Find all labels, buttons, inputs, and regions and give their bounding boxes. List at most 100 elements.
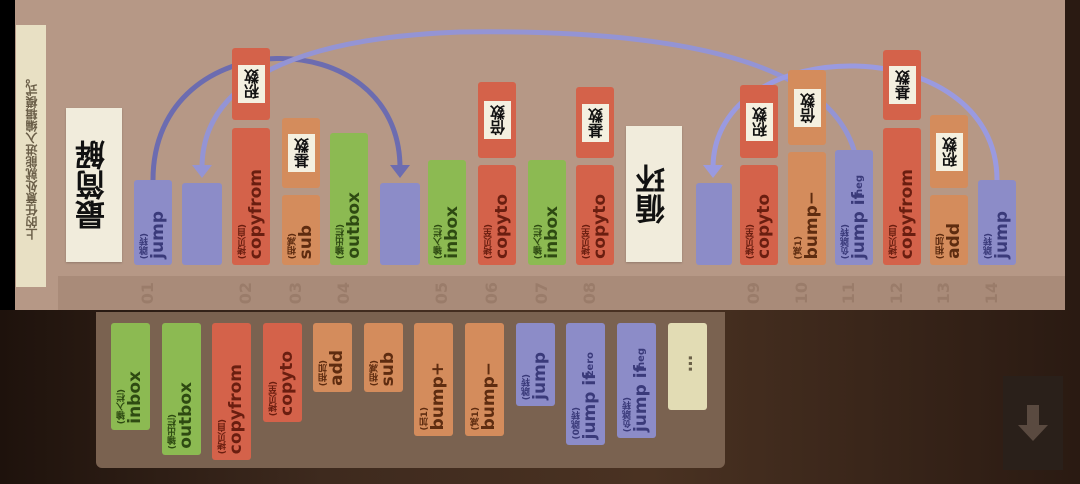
op-translation: (输入栏) [533,223,544,259]
op-name: add [327,350,347,386]
palette-bump--button[interactable]: bump+(加1) [414,323,453,436]
palette-copyto-button[interactable]: copyto(拷贝至) [263,323,302,422]
instruction-07[interactable]: inbox(输入栏) [528,160,566,265]
argument-box[interactable]: 积数 [930,115,968,188]
line-number: 07 [532,282,551,305]
line-number: 12 [887,282,906,305]
comment-text: 循环 [636,164,671,224]
line-number: 11 [839,282,858,305]
jump-arrow-01 [150,56,403,183]
op-translation: (拷贝至) [269,380,279,416]
argument-label: 积数 [745,102,773,141]
op-translation: (相减) [287,232,298,259]
arrowhead [192,165,212,178]
argument-label: 倍数 [793,88,821,127]
op-name: copyto [491,194,512,259]
block-text: copyto [277,351,297,416]
block-text: bump− [801,190,822,259]
op-translation: (拷贝至) [581,223,592,259]
op-translation: (负跳转) [623,396,633,432]
argument-box[interactable]: 基数 [883,50,921,120]
palette-copyfrom-button[interactable]: copyfrom(拷贝自) [212,323,251,460]
instruction-01[interactable]: jump(跳转) [134,180,172,265]
instruction-08[interactable]: copyto(拷贝至) [576,165,614,265]
argument-label: 积数 [935,132,963,171]
line-number: 08 [580,282,599,305]
argument-box[interactable]: 基数 [282,118,320,188]
instruction-13[interactable]: add(相加) [930,195,968,265]
block-text: copyfrom [226,364,246,454]
block-text: jump [992,211,1012,259]
line-number: 13 [934,282,953,305]
op-translation: (拷贝自) [888,223,899,259]
instruction-05[interactable]: inbox(输入栏) [428,160,466,265]
palette-jump-button[interactable]: jump(跳转) [516,323,555,406]
op-name: bump− [801,190,822,259]
screen-edge [0,0,15,310]
argument-box[interactable]: 基数 [576,87,614,158]
instruction-14[interactable]: jump(跳转) [978,180,1016,265]
argument-label: 倍数 [483,101,511,139]
block-text: inbox [442,206,462,259]
block-text: copyto [491,194,512,259]
palette-more-button[interactable]: … [668,323,707,410]
argument-label: 基数 [888,66,916,104]
line-number: 10 [792,282,811,305]
op-name: copyto [277,351,297,416]
arrowhead [703,165,723,178]
jump-target[interactable] [380,183,420,265]
op-name: sub [378,351,398,386]
op-translation: (减1) [471,406,481,431]
jump-target[interactable] [182,183,222,265]
op-name: jump [147,211,168,259]
op-translation: (拷贝至) [483,223,494,259]
line-number: 02 [236,282,255,305]
op-name: inbox [125,371,145,424]
block-text: bump− [479,362,499,430]
instruction-02[interactable]: copyfrom(拷贝自) [232,128,270,265]
line-number: 04 [334,282,353,305]
palette-outbox-button[interactable]: outbox(输出栏) [162,323,201,455]
instruction-09[interactable]: copyto(拷贝至) [740,165,778,265]
scroll-down-button[interactable] [1003,376,1063,470]
hint-note: 上的任意处就能进入编辑模式。 [16,25,46,287]
op-name: copyto [589,194,610,259]
instruction-03[interactable]: sub(相减) [282,195,320,265]
argument-box[interactable]: 倍数 [788,70,826,145]
palette-sub-button[interactable]: sub(相减) [364,323,403,392]
palette-inbox-button[interactable]: inbox(输入栏) [111,323,150,430]
op-condition: neg [853,174,865,197]
op-name: copyfrom [245,168,266,259]
op-name: sub [295,224,316,259]
jump-target[interactable] [696,183,732,265]
line-number: 03 [286,282,305,305]
op-name: jump if [580,372,600,439]
instruction-04[interactable]: outbox(输出栏) [330,133,368,265]
instruction-10[interactable]: bump−(减1) [788,152,826,265]
comment-label[interactable]: 最简解 [66,108,122,262]
line-number: 14 [982,282,1001,305]
comment-label[interactable]: 循环 [626,126,682,262]
line-number: 01 [138,282,157,305]
instruction-06[interactable]: copyto(拷贝至) [478,165,516,265]
op-name: copyto [753,194,774,259]
argument-box[interactable]: 积数 [232,48,270,120]
block-text: jump [530,352,550,400]
block-text: outbox [344,192,364,259]
argument-box[interactable]: 倍数 [478,82,516,158]
op-name: … [677,355,697,372]
palette-add-button[interactable]: add(相加) [313,323,352,392]
op-translation: (加1) [420,406,430,431]
instruction-12[interactable]: copyfrom(拷贝自) [883,128,921,265]
palette-bump--button[interactable]: bump−(减1) [465,323,504,436]
op-translation: (跳转) [983,232,994,259]
argument-box[interactable]: 积数 [740,85,778,158]
op-translation: (拷贝至) [745,223,756,259]
block-text: outbox [176,382,196,449]
op-name: jump [530,352,550,400]
